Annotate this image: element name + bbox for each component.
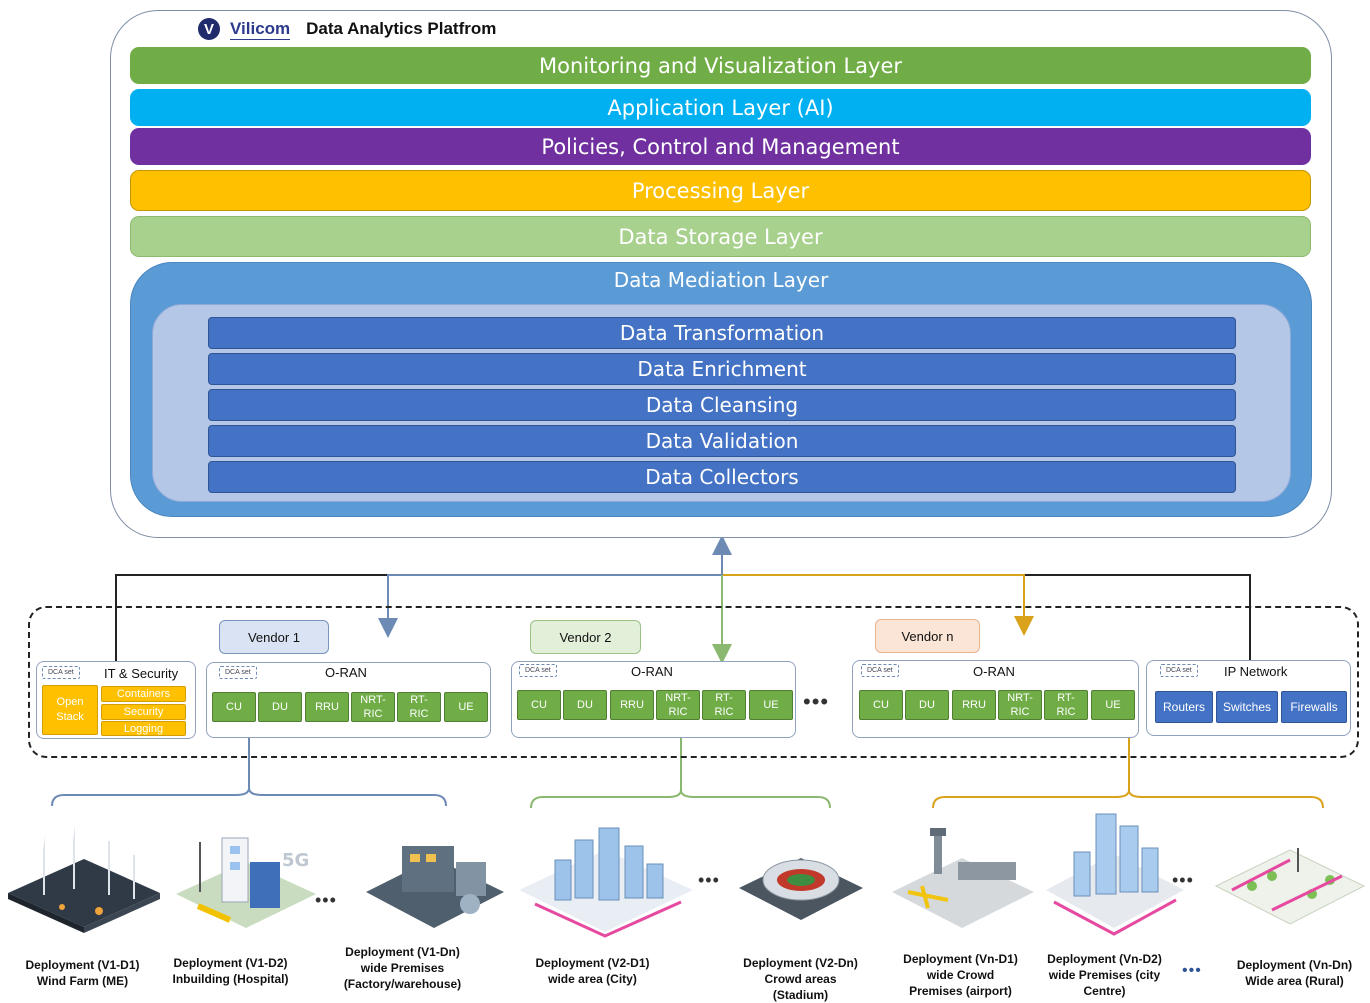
security-chip: Security xyxy=(101,704,186,720)
stadium-illustration xyxy=(739,858,863,920)
layer-policies: Policies, Control and Management xyxy=(130,128,1311,165)
v1-deploy-ellipsis: ••• xyxy=(315,890,337,910)
vn-rru-chip: RRU xyxy=(952,690,996,720)
vendor-n-label: Vendor n xyxy=(875,619,980,653)
v2-cu-chip: CU xyxy=(517,690,561,720)
v1-rru-chip: RRU xyxy=(305,692,349,722)
city-centre-illustration xyxy=(1046,813,1184,936)
sublayer-collectors: Data Collectors xyxy=(208,461,1236,493)
v1-rt-ric-chip: RT-RIC xyxy=(397,692,441,722)
vn-cu-chip: CU xyxy=(859,690,903,720)
v2-deploy-ellipsis: ••• xyxy=(698,870,720,890)
dca-set-tag: DCA set xyxy=(519,664,557,677)
vendor1-link-line xyxy=(378,574,722,638)
v1-cu-chip: CU xyxy=(212,692,256,722)
vn-du-chip: DU xyxy=(905,690,949,720)
layer-monitoring: Monitoring and Visualization Layer xyxy=(130,47,1311,84)
dca-set-tag: DCA set xyxy=(861,664,899,677)
5g-badge: 5G xyxy=(282,850,309,871)
vilicom-logo-text: Vilicom xyxy=(230,18,291,40)
hospital-illustration: 5G xyxy=(176,837,316,928)
dca-set-tag: DCA set xyxy=(1160,664,1198,677)
vilicom-logo-icon: V xyxy=(198,18,220,40)
vn-deploy-ellipsis: ••• xyxy=(1172,870,1194,890)
airport-illustration xyxy=(892,828,1034,928)
containers-chip: Containers xyxy=(101,686,186,702)
deployment-v1-dn: Deployment (V1-Dn)wide Premises(Factory/… xyxy=(343,945,462,991)
v2-ue-chip: UE xyxy=(749,690,793,720)
v1-nrt-ric-chip: NRT-RIC xyxy=(351,692,395,722)
mediation-title: Data Mediation Layer xyxy=(613,268,829,292)
vendorn-link-line xyxy=(722,574,1034,636)
vendor-1-oran-title: O-RAN xyxy=(325,665,367,680)
vendor-n-oran-title: O-RAN xyxy=(973,664,1015,679)
v2-rru-chip: RRU xyxy=(610,690,654,720)
vn-rt-ric-chip: RT-RIC xyxy=(1044,690,1088,720)
layer-processing: Processing Layer xyxy=(130,170,1311,211)
vendor-2-label: Vendor 2 xyxy=(530,620,641,654)
dca-set-tag: DCA set xyxy=(219,666,257,679)
sublayer-validation: Data Validation xyxy=(208,425,1236,457)
switches-chip: Switches xyxy=(1216,691,1278,723)
rural-illustration xyxy=(1214,848,1366,925)
layer-application: Application Layer (AI) xyxy=(130,89,1311,126)
sublayer-cleansing: Data Cleansing xyxy=(208,389,1236,421)
layer-data-storage: Data Storage Layer xyxy=(130,216,1311,257)
platform-header: V Vilicom Data Analytics Platfrom xyxy=(198,16,496,42)
vendor1-bracket xyxy=(51,787,447,807)
firewalls-chip: Firewalls xyxy=(1281,691,1347,723)
infrastructure-region xyxy=(28,606,1359,758)
deployment-v1-d2: Deployment (V1-D2)Inbuilding (Hospital) xyxy=(172,956,289,986)
vn-nrt-ric-chip: NRT-RIC xyxy=(998,690,1042,720)
dca-set-tag: DCA set xyxy=(42,666,80,679)
v2-rt-ric-chip: RT-RIC xyxy=(702,690,746,720)
deployment-v1-d1: Deployment (V1-D1)Wind Farm (ME) xyxy=(25,958,140,988)
vn-ue-chip: UE xyxy=(1091,690,1135,720)
vendor2-bracket xyxy=(530,789,831,809)
deployment-vn-dn: Deployment (Vn-Dn)Wide area (Rural) xyxy=(1236,958,1353,988)
vendorn-bracket xyxy=(932,789,1324,809)
vendor-ellipsis: ••• xyxy=(803,689,830,714)
ip-network-title: IP Network xyxy=(1224,664,1288,679)
deployment-caption-ellipsis: ••• xyxy=(1182,962,1202,979)
wind-farm-illustration xyxy=(8,815,160,933)
deployment-v2-dn: Deployment (V2-Dn)Crowd areas(Stadium) xyxy=(743,956,858,1002)
factory-illustration xyxy=(366,846,504,928)
routers-chip: Routers xyxy=(1155,691,1213,723)
open-stack-chip: Open Stack xyxy=(42,685,98,735)
v2-nrt-ric-chip: NRT-RIC xyxy=(656,690,700,720)
v1-ue-chip: UE xyxy=(444,692,488,722)
v1-du-chip: DU xyxy=(258,692,302,722)
it-security-title: IT & Security xyxy=(104,666,179,681)
platform-title: Data Analytics Platfrom xyxy=(306,19,497,38)
logging-chip: Logging xyxy=(101,721,186,736)
city-illustration xyxy=(519,827,693,938)
sublayer-enrichment: Data Enrichment xyxy=(208,353,1236,385)
vendor-2-oran-title: O-RAN xyxy=(631,664,673,679)
v2-du-chip: DU xyxy=(563,690,607,720)
deployment-v2-d1: Deployment (V2-D1)wide area (City) xyxy=(535,956,650,986)
vendor-1-label: Vendor 1 xyxy=(219,620,329,654)
sublayer-transformation: Data Transformation xyxy=(208,317,1236,349)
